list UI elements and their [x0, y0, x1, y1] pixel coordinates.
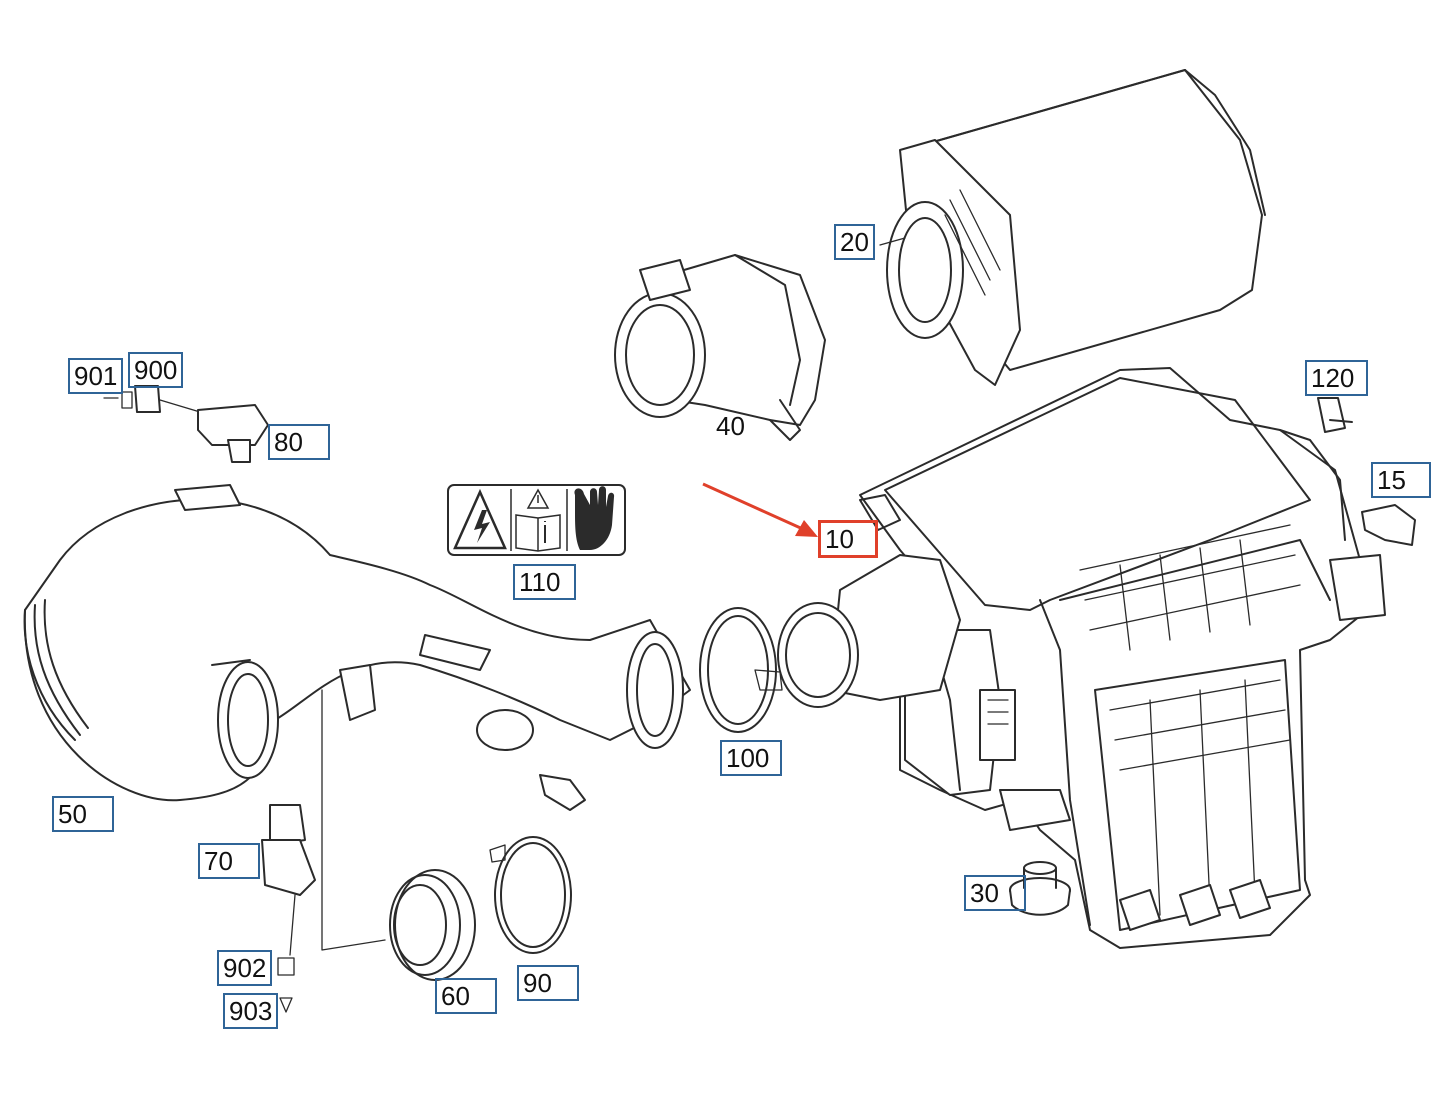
callout-120: 120 [1305, 360, 1368, 396]
callout-902: 902 [217, 950, 273, 986]
sensor-80 [103, 385, 269, 463]
clamp-100 [699, 607, 783, 733]
part-15 [1361, 504, 1416, 546]
red-pointer-arrow [702, 482, 818, 537]
intake-duct [23, 484, 691, 811]
part-120 [1317, 397, 1353, 433]
callout-40: 40 [716, 411, 745, 441]
callout-100: 100 [720, 740, 782, 776]
high-voltage-warning-icon [453, 488, 507, 550]
callout-901: 901 [68, 358, 124, 394]
air-filter-housing [777, 367, 1386, 949]
sensor-70 [261, 804, 316, 1013]
callout-60: 60 [435, 978, 497, 1014]
callout-30: 30 [964, 875, 1026, 911]
callout-110: 110 [513, 564, 576, 600]
callout-90: 90 [517, 965, 579, 1001]
read-manual-icon [515, 488, 561, 552]
airflow-meter-housing [614, 254, 826, 441]
callout-10: 10 [818, 520, 878, 558]
ring-60 [321, 689, 476, 981]
callout-70: 70 [198, 843, 260, 879]
warning-label-110 [447, 484, 626, 556]
air-filter-element [879, 69, 1266, 386]
callout-15: 15 [1371, 462, 1431, 498]
protective-glove-icon [574, 486, 615, 550]
callout-903: 903 [223, 993, 279, 1029]
callout-80: 80 [268, 424, 330, 460]
clamp-90 [489, 836, 572, 954]
callout-900: 900 [128, 352, 184, 388]
callout-20: 20 [834, 224, 875, 260]
callout-50: 50 [52, 796, 114, 832]
